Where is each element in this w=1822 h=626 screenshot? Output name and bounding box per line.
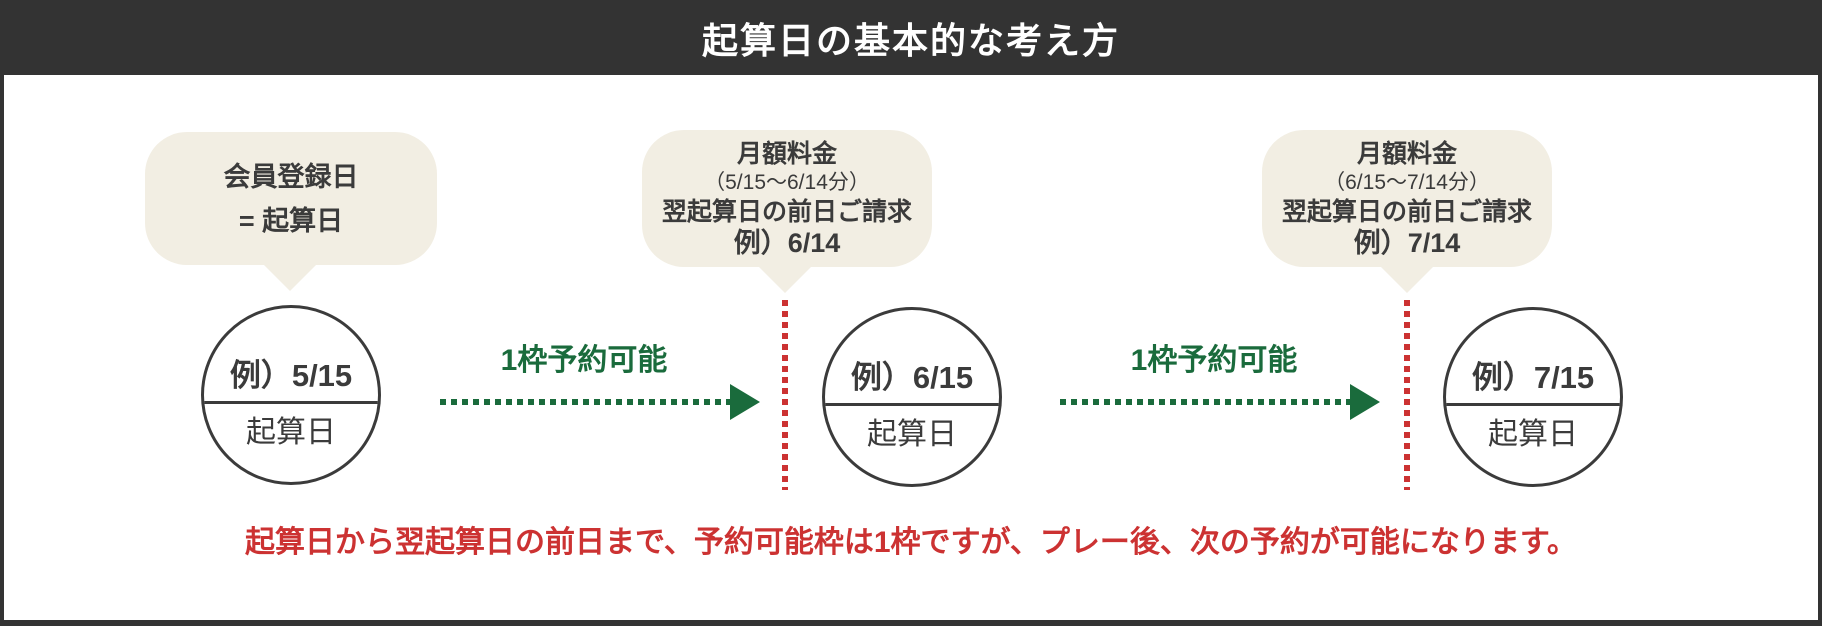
dotted-arrow-line	[1060, 399, 1350, 405]
arrow-label: 1枠予約可能	[1130, 344, 1298, 377]
start-date-circle-3: 例）7/15 起算日	[1443, 307, 1623, 487]
billing-day-marker-line	[782, 300, 788, 490]
diagram-canvas: 会員登録日 = 起算日 月額料金 （5/15〜6/14分） 翌起算日の前日ご請求…	[4, 75, 1818, 620]
circle-divider-line	[204, 401, 378, 404]
bubble-line: （5/15〜6/14分）	[704, 170, 870, 194]
circle-date: 例）5/15	[229, 358, 353, 393]
bubble-line: 翌起算日の前日ご請求	[661, 197, 912, 226]
start-date-circle-1: 例）5/15 起算日	[201, 305, 381, 485]
bubble-line: 月額料金	[736, 139, 837, 168]
bubble-line: 月額料金	[1356, 139, 1457, 168]
bubble-tail-icon	[1379, 265, 1435, 293]
circle-date: 例）6/15	[850, 360, 974, 395]
bubble-tail-icon	[262, 263, 318, 291]
circle-divider-line	[825, 403, 999, 406]
circle-date: 例）7/15	[1471, 360, 1595, 395]
page-title: 起算日の基本的な考え方	[701, 19, 1120, 61]
bubble-tail-icon	[757, 265, 813, 293]
header-bar: 起算日の基本的な考え方	[0, 0, 1822, 75]
speech-bubble-billing-1: 月額料金 （5/15〜6/14分） 翌起算日の前日ご請求 例）6/14	[642, 130, 932, 267]
speech-bubble-billing-2: 月額料金 （6/15〜7/14分） 翌起算日の前日ご請求 例）7/14	[1262, 130, 1552, 267]
note-text: 起算日から翌起算日の前日まで、予約可能枠は1枠ですが、プレー後、次の予約が可能に…	[245, 526, 1577, 559]
circle-label: 起算日	[246, 416, 336, 449]
dotted-arrow-line	[440, 399, 730, 405]
arrowhead-icon	[730, 384, 760, 420]
arrowhead-icon	[1350, 384, 1380, 420]
speech-bubble-registration: 会員登録日 = 起算日	[145, 132, 437, 265]
arrow-label: 1枠予約可能	[500, 344, 668, 377]
bubble-line: 例）6/14	[733, 227, 841, 258]
circle-label: 起算日	[1488, 418, 1578, 451]
circle-label: 起算日	[867, 418, 957, 451]
bubble-line: 例）7/14	[1353, 227, 1461, 258]
circle-divider-line	[1446, 403, 1620, 406]
bubble-line: 会員登録日	[223, 161, 359, 192]
bubble-line: = 起算日	[238, 205, 344, 236]
bubble-line: （6/15〜7/14分）	[1324, 170, 1490, 194]
start-date-circle-2: 例）6/15 起算日	[822, 307, 1002, 487]
bubble-line: 翌起算日の前日ご請求	[1281, 197, 1532, 226]
billing-day-marker-line	[1404, 300, 1410, 490]
